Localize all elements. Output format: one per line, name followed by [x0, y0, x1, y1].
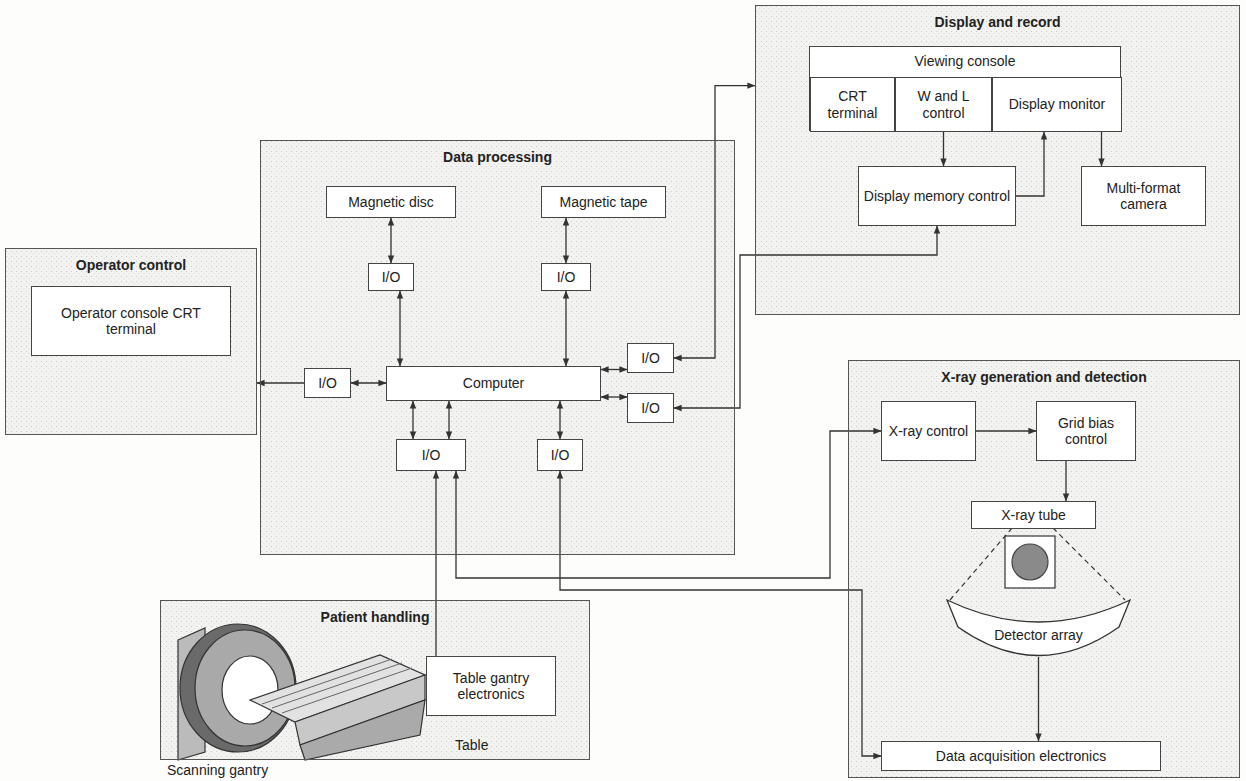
cell-box: Display monitor [992, 77, 1122, 132]
connector-arrow [559, 401, 560, 439]
connector-arrow [257, 382, 304, 383]
connector-arrow [560, 471, 881, 756]
group-panel: Data processingMagnetic disc Magnetic tap… [260, 140, 735, 555]
box-label: Viewing console [810, 53, 1120, 69]
computer-box: Computer [386, 366, 601, 401]
connector-arrow [351, 382, 386, 383]
part-label: Scanning gantry [167, 762, 268, 778]
box-label: Multi-format camera [1086, 180, 1201, 212]
connector-arrow [412, 401, 413, 439]
io-box: I/O [304, 368, 351, 398]
process-box: Table gantry electronics [426, 656, 556, 716]
box-label: Display monitor [1009, 96, 1105, 112]
console-box: Operator console CRT terminal [31, 286, 231, 356]
box-label: Magnetic disc [348, 194, 434, 210]
cell-box: W and L control [895, 77, 992, 132]
box-label: Computer [463, 375, 524, 391]
group-title: Operator control [6, 257, 256, 273]
group-panel: Patient handlingTable gantry electronics [160, 600, 590, 760]
connector-arrow [390, 218, 391, 263]
connector-arrow [456, 431, 881, 578]
box-label: Data acquisition electronics [936, 748, 1106, 764]
box-label: I/O [641, 400, 660, 416]
console-box: Viewing consoleCRT terminal W and L contr… [809, 46, 1121, 131]
box-label: X-ray control [889, 423, 968, 439]
box-label: Display memory control [864, 188, 1010, 204]
io-box: I/O [368, 263, 414, 291]
box-label: Grid bias control [1041, 415, 1131, 447]
connector-arrow [1038, 657, 1039, 741]
connector-arrow [976, 430, 1036, 431]
process-box: Display memory control [858, 166, 1016, 226]
connector-arrow [1016, 132, 1044, 196]
detector-arc: Detector array [946, 599, 1131, 657]
process-box: Multi-format camera [1081, 166, 1206, 226]
connector-arrow [674, 86, 755, 358]
box-label: Operator console CRT terminal [36, 305, 226, 337]
io-box: I/O [627, 343, 674, 373]
connector-arrow [1101, 132, 1102, 166]
storage-box: Magnetic disc [326, 186, 456, 218]
box-label: I/O [422, 447, 441, 463]
group-title: Display and record [756, 14, 1239, 30]
box-label: W and L control [900, 88, 987, 120]
box-label: I/O [557, 269, 576, 285]
connector-arrow [399, 291, 400, 366]
box-label: I/O [551, 447, 570, 463]
process-box: Grid bias control [1036, 401, 1136, 461]
connector-arrow [1065, 461, 1066, 501]
connector-arrow [601, 369, 627, 370]
group-panel: Display and recordViewing consoleCRT ter… [755, 5, 1240, 315]
group-title: Patient handling [161, 609, 589, 625]
connector-arrow [435, 471, 436, 656]
io-box: I/O [537, 439, 583, 471]
group-panel: Operator controlOperator console CRT ter… [5, 248, 257, 435]
box-label: CRT terminal [815, 88, 890, 120]
box-label: X-ray tube [1001, 507, 1066, 523]
group-shading [5, 5, 1240, 778]
tube-box: X-ray tube [971, 501, 1096, 529]
connector-arrow [674, 226, 937, 408]
group-panel: X-ray generation and detectionX-ray cont… [848, 360, 1240, 778]
connector-arrow [448, 401, 449, 439]
io-box: I/O [396, 439, 466, 471]
box-label: Table gantry electronics [431, 670, 551, 702]
cell-box: CRT terminal [810, 77, 895, 132]
ct-scanner-illustration [178, 624, 425, 760]
connector-arrow [943, 132, 944, 166]
box-label: I/O [318, 375, 337, 391]
part-label: Table [455, 737, 488, 753]
io-box: I/O [627, 393, 674, 423]
box-label: I/O [382, 269, 401, 285]
process-box: Data acquisition electronics [881, 741, 1161, 771]
box-label: Magnetic tape [560, 194, 648, 210]
storage-box: Magnetic tape [541, 186, 666, 218]
process-box: X-ray control [881, 401, 976, 461]
group-title: Data processing [261, 149, 734, 165]
group-title: X-ray generation and detection [849, 369, 1239, 385]
connector-arrow [565, 218, 566, 263]
xray-beam [950, 528, 1125, 600]
io-box: I/O [541, 263, 591, 291]
box-label: I/O [641, 350, 660, 366]
box-label: Detector array [946, 599, 1131, 643]
connector-arrow [565, 291, 566, 366]
connector-arrow [601, 396, 627, 397]
